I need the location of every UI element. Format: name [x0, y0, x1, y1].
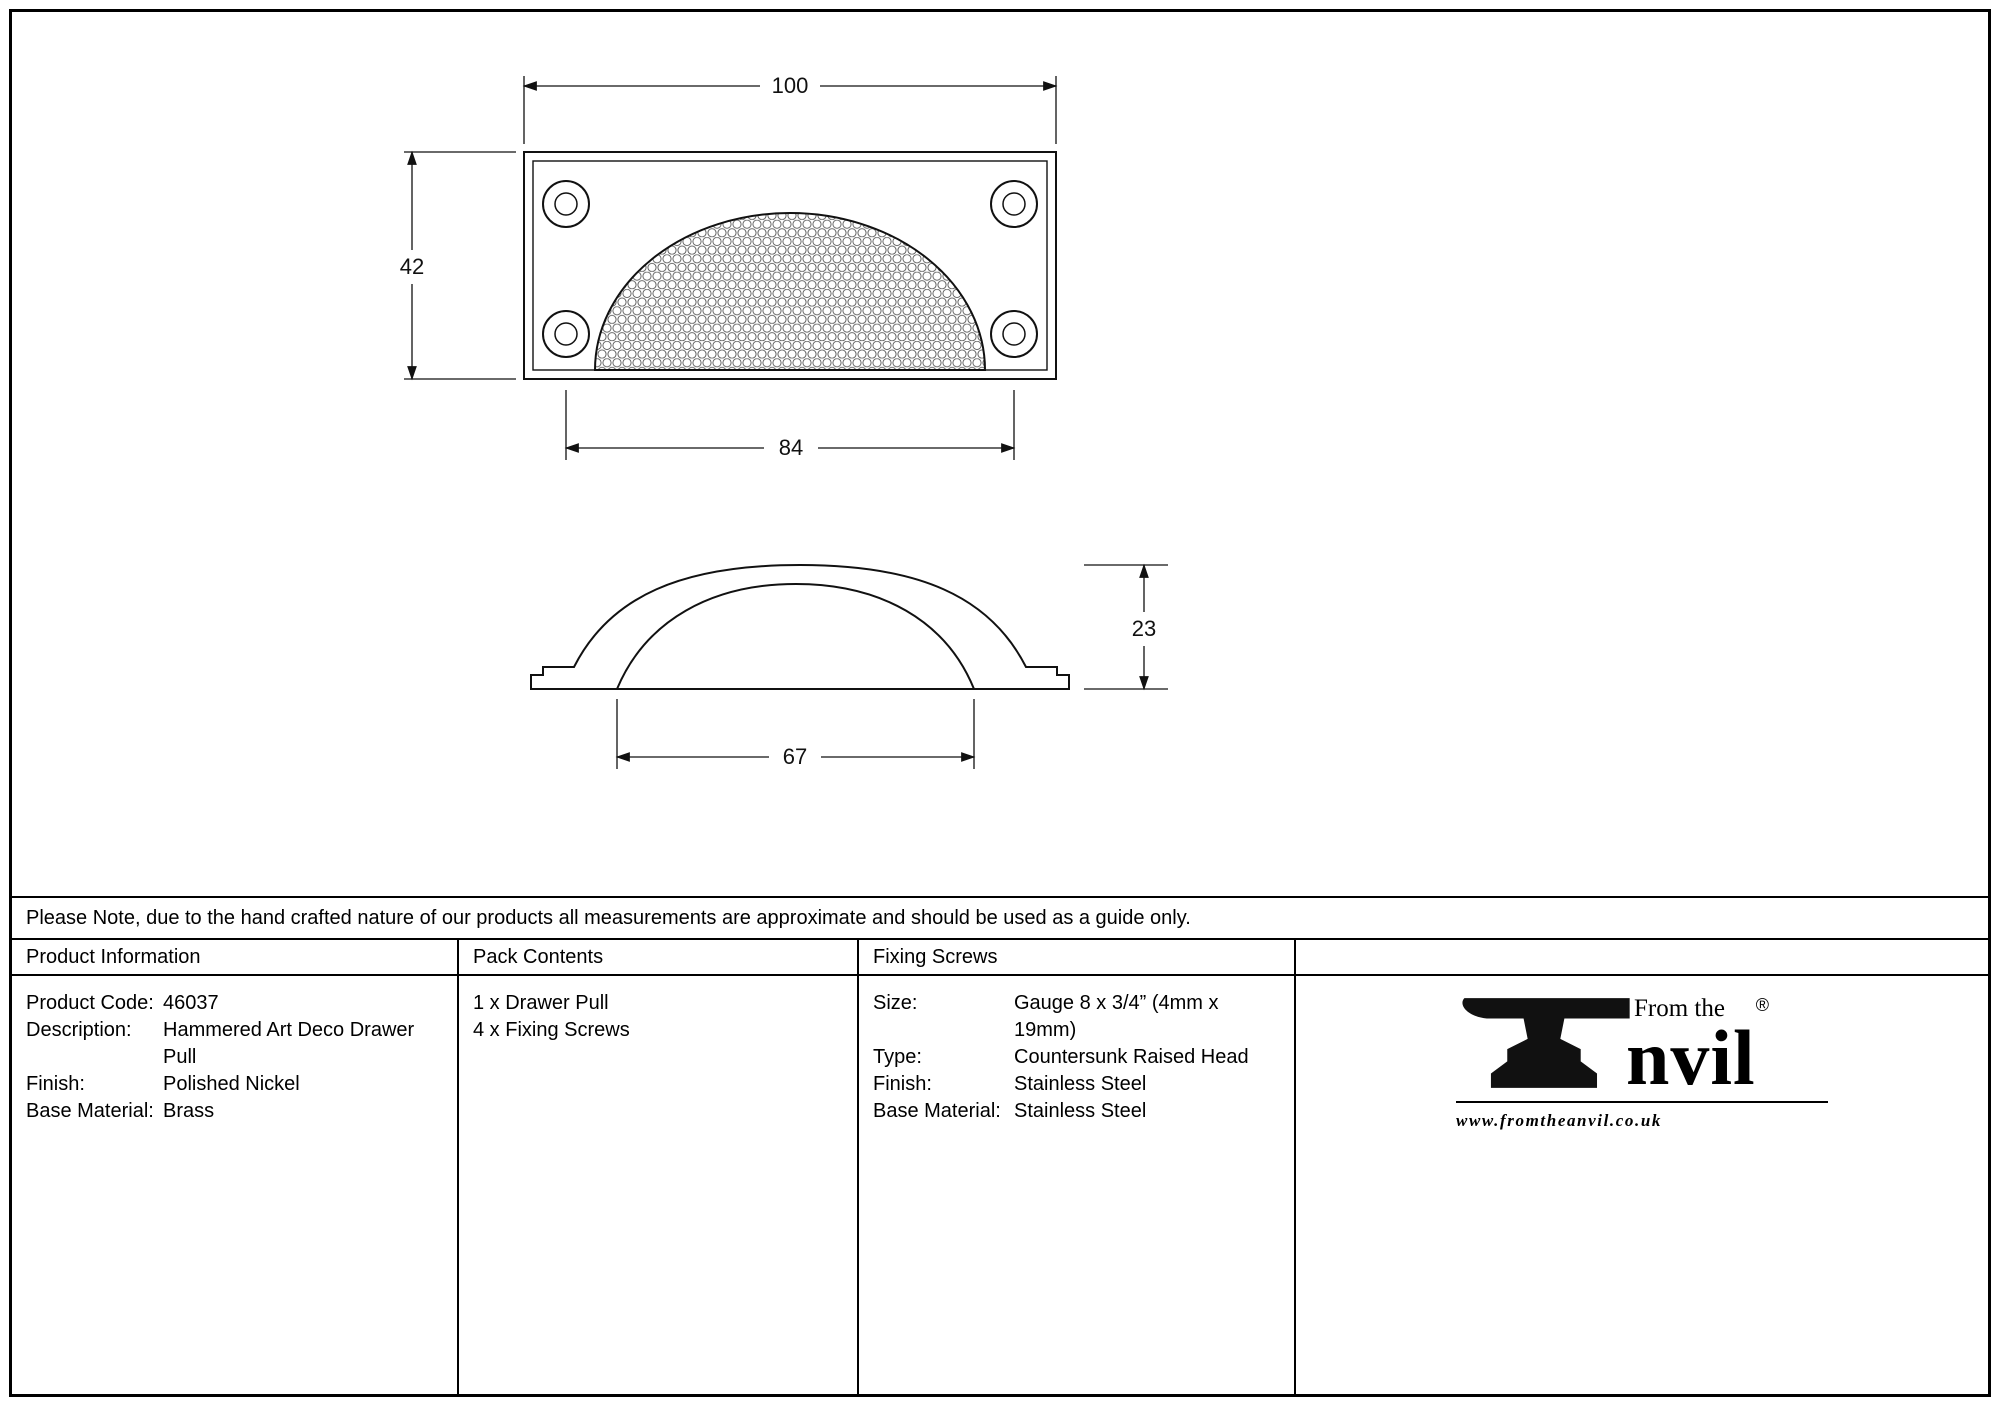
side-dimension-lines — [615, 563, 1168, 769]
dim-plate-height: 42 — [400, 254, 424, 279]
screw-type-row: Type: Countersunk Raised Head — [873, 1044, 1280, 1071]
finish-value: Polished Nickel — [163, 1073, 300, 1095]
product-info-header: Product Information — [12, 940, 457, 976]
dim-cup-width: 67 — [783, 744, 807, 769]
screw-base-material-value: Stainless Steel — [1014, 1100, 1147, 1122]
product-info-column: Product Information Product Code: 46037 … — [12, 940, 459, 1394]
profile-outline — [530, 563, 1070, 690]
product-code-row: Product Code: 46037 — [26, 990, 443, 1017]
screw-finish-value: Stainless Steel — [1014, 1073, 1147, 1095]
anvil-icon — [1462, 998, 1630, 1088]
hammered-cup — [593, 212, 987, 371]
base-material-value: Brass — [163, 1100, 215, 1122]
screw-size-value: Gauge 8 x 3/4” (4mm x 19mm) — [1014, 992, 1219, 1041]
screw-type-label: Type: — [873, 1046, 922, 1068]
finish-label: Finish: — [26, 1073, 85, 1095]
pack-item: 4 x Fixing Screws — [473, 1019, 630, 1041]
plan-dimension-lines — [404, 76, 1058, 460]
profile-inner-arc — [616, 582, 975, 690]
screw-finish-row: Finish: Stainless Steel — [873, 1071, 1280, 1098]
finish-row: Finish: Polished Nickel — [26, 1071, 443, 1098]
technical-drawing: 100 42 84 23 67 — [400, 73, 1168, 769]
pack-contents-body: 1 x Drawer Pull 4 x Fixing Screws — [459, 976, 857, 1044]
brand-url: www.fromtheanvil.co.uk — [1456, 1101, 1828, 1134]
screw-base-material-row: Base Material: Stainless Steel — [873, 1098, 1280, 1125]
description-label: Description: — [26, 1019, 132, 1041]
registered-trademark-symbol: ® — [1755, 995, 1769, 1015]
screw-holes-outer — [542, 180, 1038, 358]
fixing-screws-column: Fixing Screws Size: Gauge 8 x 3/4” (4mm … — [859, 940, 1296, 1394]
dimension-labels: 100 42 84 23 67 — [400, 73, 1156, 769]
screw-size-label: Size: — [873, 992, 918, 1014]
product-code-label: Product Code: — [26, 992, 154, 1014]
screw-holes-inner — [554, 192, 1026, 346]
screw-size-row: Size: Gauge 8 x 3/4” (4mm x 19mm) — [873, 990, 1280, 1044]
base-material-label: Base Material: — [26, 1100, 154, 1122]
fixing-screws-header: Fixing Screws — [859, 940, 1294, 976]
fixing-screws-body: Size: Gauge 8 x 3/4” (4mm x 19mm) Type: … — [859, 976, 1294, 1125]
side-view — [530, 563, 1070, 690]
dim-hole-spacing: 84 — [779, 435, 803, 460]
dim-profile-height: 23 — [1132, 616, 1156, 641]
measurement-note-text: Please Note, due to the hand crafted nat… — [26, 906, 1191, 929]
pack-contents-column: Pack Contents 1 x Drawer Pull 4 x Fixing… — [459, 940, 859, 1394]
drawing-area: 100 42 84 23 67 — [12, 12, 1988, 896]
base-material-row: Base Material: Brass — [26, 1098, 443, 1125]
product-info-body: Product Code: 46037 Description: Hammere… — [12, 976, 457, 1125]
brand-logo: From the nvil ® www.fromtheanvil.co.uk — [1456, 994, 1828, 1134]
logo-column: From the nvil ® www.fromtheanvil.co.uk — [1296, 940, 1988, 1394]
plate-outer-edge — [523, 151, 1057, 380]
pack-contents-header: Pack Contents — [459, 940, 857, 976]
screw-base-material-label: Base Material: — [873, 1100, 1001, 1122]
logo-body: From the nvil ® www.fromtheanvil.co.uk — [1296, 976, 1988, 1134]
pack-item: 1 x Drawer Pull — [473, 992, 609, 1014]
description-value: Hammered Art Deco Drawer Pull — [163, 1019, 415, 1068]
spec-table: Product Information Product Code: 46037 … — [12, 938, 1988, 1394]
brand-name-suffix: nvil — [1626, 1014, 1756, 1101]
sheet-frame: 100 42 84 23 67 Please Note, due to the … — [9, 9, 1991, 1397]
logo-column-header — [1296, 940, 1988, 976]
brand-logo-text: From the nvil — [1626, 994, 1756, 1101]
brand-logo-main: From the nvil ® — [1456, 994, 1828, 1101]
description-row: Description: Hammered Art Deco Drawer Pu… — [26, 1017, 443, 1071]
product-code-value: 46037 — [163, 992, 219, 1014]
plan-view — [523, 151, 1057, 380]
dim-plate-width: 100 — [772, 73, 809, 98]
screw-finish-label: Finish: — [873, 1073, 932, 1095]
screw-type-value: Countersunk Raised Head — [1014, 1046, 1249, 1068]
measurement-note: Please Note, due to the hand crafted nat… — [12, 896, 1988, 938]
brand-tagline: From the — [1634, 995, 1725, 1022]
